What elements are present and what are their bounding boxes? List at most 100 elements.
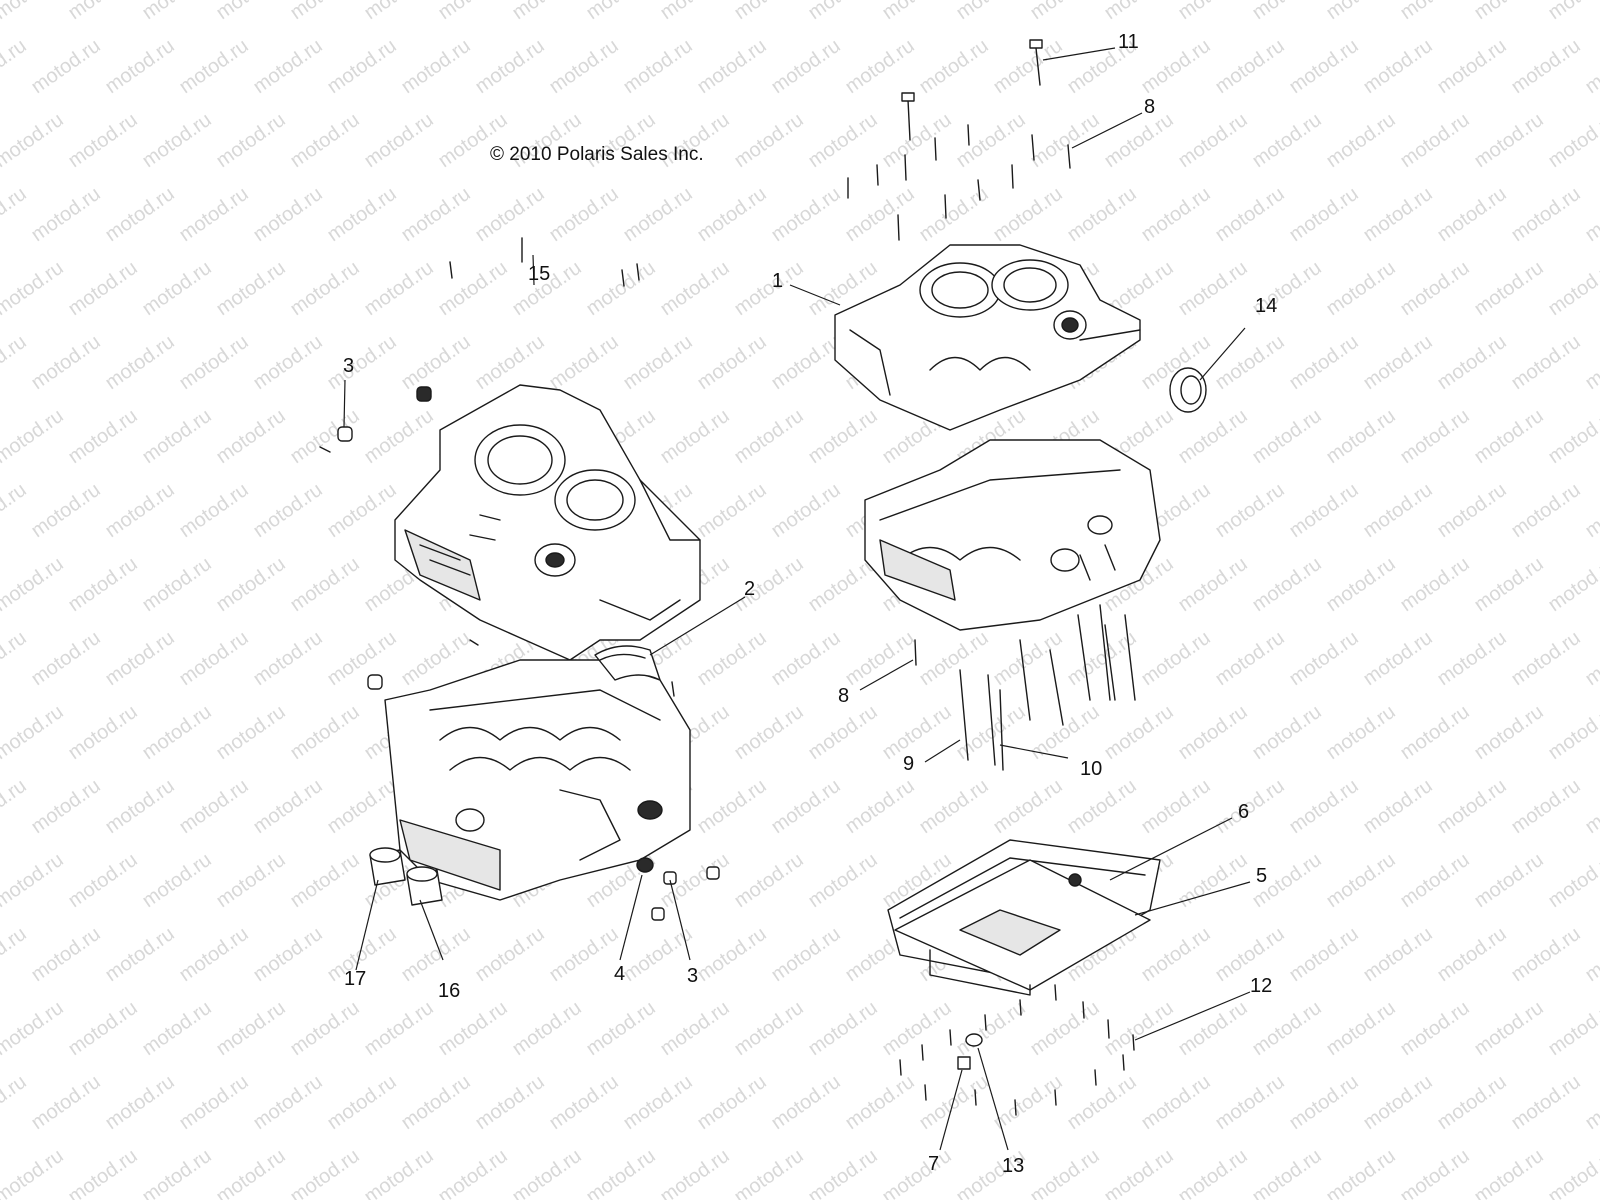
watermark-text: motod.ru (1433, 331, 1510, 394)
watermark-text: motod.ru (27, 627, 104, 690)
watermark-text: motod.ru (0, 331, 31, 394)
watermark-text: motod.ru (730, 0, 807, 24)
watermark-text: motod.ru (1433, 35, 1510, 98)
watermark-text: motod.ru (1433, 627, 1510, 690)
watermark-text: motod.ru (286, 701, 363, 764)
watermark-text: motod.ru (989, 35, 1066, 98)
watermark-text: motod.ru (175, 775, 252, 838)
callout-17: 17 (344, 968, 366, 990)
watermark-text: motod.ru (212, 553, 289, 616)
watermark-text: motod.ru (1396, 0, 1473, 24)
watermark-text: motod.ru (878, 1145, 955, 1200)
watermark-text: motod.ru (249, 479, 326, 542)
watermark-text: motod.ru (1174, 553, 1251, 616)
watermark-text: motod.ru (138, 257, 215, 320)
watermark-text: motod.ru (434, 257, 511, 320)
watermark-text: motod.ru (1063, 183, 1140, 246)
watermark-text: motod.ru (1470, 1145, 1547, 1200)
watermark-text: motod.ru (0, 0, 68, 24)
watermark-text: motod.ru (64, 553, 141, 616)
watermark-text: motod.ru (0, 923, 31, 986)
watermark-text: motod.ru (1470, 849, 1547, 912)
watermark-text: motod.ru (841, 183, 918, 246)
watermark-text: motod.ru (878, 701, 955, 764)
watermark-text: motod.ru (1470, 405, 1547, 468)
watermark-text: motod.ru (693, 183, 770, 246)
watermark-text: motod.ru (1544, 849, 1600, 912)
watermark-text: motod.ru (1322, 257, 1399, 320)
watermark-text: motod.ru (64, 405, 141, 468)
watermark-text: motod.ru (323, 479, 400, 542)
watermark-text: motod.ru (1137, 1071, 1214, 1134)
watermark-text: motod.ru (397, 183, 474, 246)
watermark-text: motod.ru (1396, 553, 1473, 616)
watermark-text: motod.ru (582, 0, 659, 24)
watermark-text: motod.ru (138, 997, 215, 1060)
watermark-text: motod.ru (0, 997, 68, 1060)
watermark-text: motod.ru (545, 1071, 622, 1134)
watermark-text: motod.ru (730, 109, 807, 172)
watermark-text: motod.ru (434, 0, 511, 24)
watermark-text: motod.ru (286, 1145, 363, 1200)
watermark-text: motod.ru (656, 997, 733, 1060)
watermark-text: motod.ru (1396, 109, 1473, 172)
watermark-text: motod.ru (360, 0, 437, 24)
watermark-text: motod.ru (1285, 923, 1362, 986)
watermark-text: motod.ru (1507, 479, 1584, 542)
watermark-text: motod.ru (0, 1071, 31, 1134)
watermark-text: motod.ru (0, 109, 68, 172)
watermark-text: motod.ru (138, 849, 215, 912)
watermark-text: motod.ru (0, 1145, 68, 1200)
watermark-text: motod.ru (1544, 109, 1600, 172)
watermark-text: motod.ru (286, 109, 363, 172)
watermark-text: motod.ru (0, 405, 68, 468)
watermark-text: motod.ru (1063, 627, 1140, 690)
watermark-text: motod.ru (693, 35, 770, 98)
watermark-text: motod.ru (1507, 1071, 1584, 1134)
watermark-text: motod.ru (1359, 1071, 1436, 1134)
watermark-text: motod.ru (1174, 109, 1251, 172)
watermark-text: motod.ru (1248, 553, 1325, 616)
watermark-text: motod.ru (1396, 257, 1473, 320)
watermark-text: motod.ru (1248, 109, 1325, 172)
watermark-text: motod.ru (0, 701, 68, 764)
watermark-text: motod.ru (64, 257, 141, 320)
watermark-text: motod.ru (767, 775, 844, 838)
watermark-text: motod.ru (27, 331, 104, 394)
callout-4: 4 (614, 963, 625, 985)
callout-3: 3 (687, 965, 698, 987)
watermark-text: motod.ru (1285, 775, 1362, 838)
callout-6: 6 (1238, 801, 1249, 823)
watermark-text: motod.ru (1322, 701, 1399, 764)
watermark-text: motod.ru (693, 1071, 770, 1134)
watermark-text: motod.ru (1174, 405, 1251, 468)
watermark-text: motod.ru (1248, 0, 1325, 24)
watermark-text: motod.ru (1507, 627, 1584, 690)
watermark-text: motod.ru (1211, 775, 1288, 838)
callout-12: 12 (1250, 975, 1272, 997)
watermark-text: motod.ru (471, 1071, 548, 1134)
watermark-text: motod.ru (952, 0, 1029, 24)
watermark-text: motod.ru (545, 331, 622, 394)
watermark-text: motod.ru (1359, 923, 1436, 986)
watermark-text: motod.ru (1322, 405, 1399, 468)
watermark-text: motod.ru (27, 923, 104, 986)
watermark-text: motod.ru (1211, 183, 1288, 246)
watermark-text: motod.ru (1285, 479, 1362, 542)
watermark-text: motod.ru (1544, 701, 1600, 764)
watermark-text: motod.ru (545, 35, 622, 98)
watermark-text: motod.ru (804, 701, 881, 764)
watermark-text: motod.ru (582, 997, 659, 1060)
watermark-text: motod.ru (1581, 775, 1600, 838)
watermark-text: motod.ru (1544, 997, 1600, 1060)
watermark-text: motod.ru (138, 701, 215, 764)
watermark-text: motod.ru (0, 183, 31, 246)
watermark-text: motod.ru (1581, 479, 1600, 542)
watermark-text: motod.ru (1026, 109, 1103, 172)
watermark-text: motod.ru (360, 1145, 437, 1200)
watermark-text: motod.ru (1137, 775, 1214, 838)
watermark-text: motod.ru (730, 405, 807, 468)
callout-8: 8 (1144, 96, 1155, 118)
watermark-text: motod.ru (434, 997, 511, 1060)
watermark-text: motod.ru (1544, 1145, 1600, 1200)
